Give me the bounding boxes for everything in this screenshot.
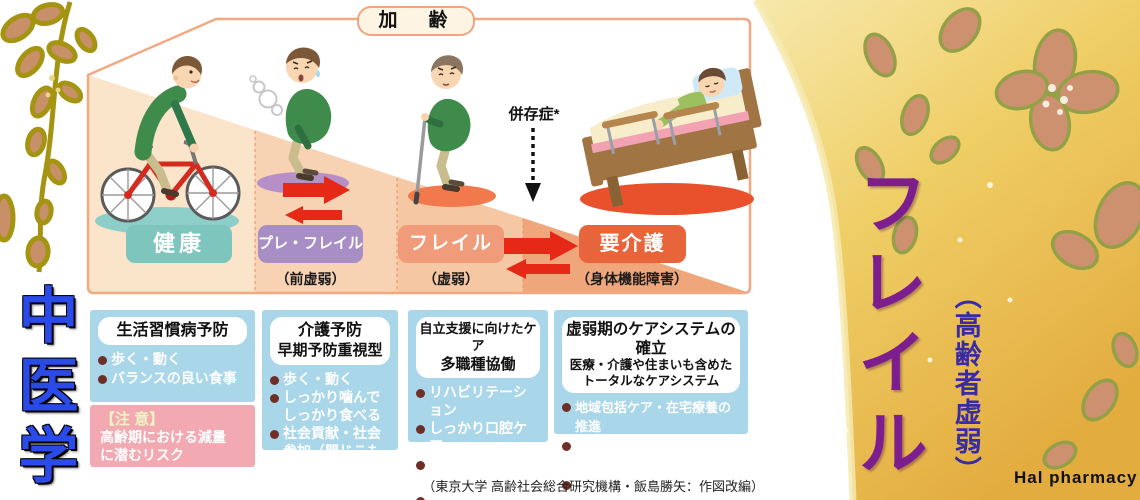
gold-side-panel bbox=[752, 0, 1140, 500]
stage-prefrail: プレ・フレイル bbox=[258, 225, 363, 263]
bullet-icon bbox=[416, 389, 425, 399]
comorbidity-label: 併存症* bbox=[508, 106, 560, 123]
list-item: 歩く・動く bbox=[98, 351, 247, 369]
caution-heading: 【注 意】 bbox=[100, 411, 165, 428]
bullet-icon bbox=[562, 403, 571, 413]
bedridden-man-illustration bbox=[580, 67, 762, 215]
bullet-icon bbox=[416, 497, 425, 500]
gold-flora-pattern bbox=[854, 7, 1140, 470]
info-box-care-system-establishment: 虚弱期のケアシステムの確立 医療・介護や住まいも含めた トータルなケアシステム … bbox=[554, 310, 748, 493]
gold-flora-dots bbox=[842, 84, 1073, 433]
bullet-icon bbox=[98, 374, 107, 384]
caution-line: 高齢期における減量 bbox=[100, 429, 226, 445]
info-box-independence-support-care: 自立支援に向けたケア 多職種協働 リハビリテーション しっかり口腔ケア しっかり… bbox=[408, 310, 548, 500]
right-vertical-title-frailty: フレイル bbox=[848, 166, 926, 486]
bullet-icon bbox=[416, 461, 425, 471]
aging-label: 加 齢 bbox=[378, 10, 454, 31]
list-item: 社会貢献・社会参加（閉じこもらない） bbox=[270, 425, 390, 478]
list-item: 生活の質(QOL*)を重視 bbox=[562, 477, 740, 496]
caution-line: に潜むリスク bbox=[100, 446, 184, 463]
stage-frail: フレイル bbox=[398, 225, 504, 263]
pharmacy-brand: Hal pharmacy bbox=[1014, 468, 1138, 487]
bullet-icon bbox=[562, 442, 571, 452]
list-item: 医療介護連携の総合的な提供 bbox=[562, 438, 740, 476]
bullet-icon bbox=[270, 430, 279, 439]
bullet-icon bbox=[416, 425, 425, 435]
stage-prefrail-sublabel: （前虚弱） bbox=[275, 271, 346, 287]
list-item: 少しでも外へ出る bbox=[416, 492, 540, 500]
stage-healthy: 健康 bbox=[126, 225, 232, 263]
info-box-title: 生活習慣病予防 bbox=[98, 317, 247, 345]
list-item: リハビリテーション bbox=[416, 384, 540, 419]
comorbidity-arrow bbox=[525, 128, 541, 202]
decline-slope-panel bbox=[86, 17, 762, 295]
list-item: しっかり口腔ケア bbox=[416, 420, 540, 455]
info-box-title: 介護予防 早期予防重視型 bbox=[270, 317, 390, 365]
info-box-lifestyle-disease-prevention: 生活習慣病予防 歩く・動く バランスの良い食事 bbox=[90, 310, 255, 402]
cyclist-illustration bbox=[95, 56, 241, 235]
bullet-icon bbox=[562, 480, 571, 490]
source-credit: （東京大学 高齢社会総合研究機構・飯島勝矢：作図改編） bbox=[422, 479, 764, 494]
list-item: しっかり噛んでしっかり食べる bbox=[270, 389, 390, 424]
list-item: バランスの良い食事 bbox=[98, 370, 247, 388]
bullet-icon bbox=[98, 356, 107, 365]
info-box-care-prevention: 介護予防 早期予防重視型 歩く・動く しっかり噛んでしっかり食べる 社会貢献・社… bbox=[262, 310, 398, 476]
stage-frail-sublabel: （虚弱） bbox=[423, 271, 479, 287]
list-item: 地域包括ケア・在宅療養の推進 bbox=[562, 399, 740, 437]
bullet-icon bbox=[270, 375, 279, 385]
reversibility-arrows bbox=[283, 176, 578, 279]
aging-label-box: 加 齢 bbox=[357, 6, 475, 36]
left-vertical-title-tcm: 中医学 bbox=[10, 284, 77, 494]
info-box-title: 自立支援に向けたケア 多職種協働 bbox=[416, 317, 540, 379]
list-item: 歩く・動く bbox=[270, 371, 390, 389]
stage-care-sublabel: （身体機能障害） bbox=[576, 271, 688, 287]
right-vertical-subtitle: （高齢者虚弱） bbox=[950, 282, 981, 485]
frail-man-with-cane-illustration bbox=[408, 55, 496, 207]
info-box-title: 虚弱期のケアシステムの確立 医療・介護や住まいも含めた トータルなケアシステム bbox=[562, 317, 740, 394]
left-flora-decoration bbox=[0, 1, 98, 273]
list-item: しっかり栄養管理 bbox=[416, 456, 540, 491]
stage-care: 要介護 bbox=[579, 225, 686, 263]
caution-note-box: 【注 意】 高齢期における減量 に潜むリスク bbox=[90, 405, 255, 467]
bullet-icon bbox=[270, 394, 279, 403]
